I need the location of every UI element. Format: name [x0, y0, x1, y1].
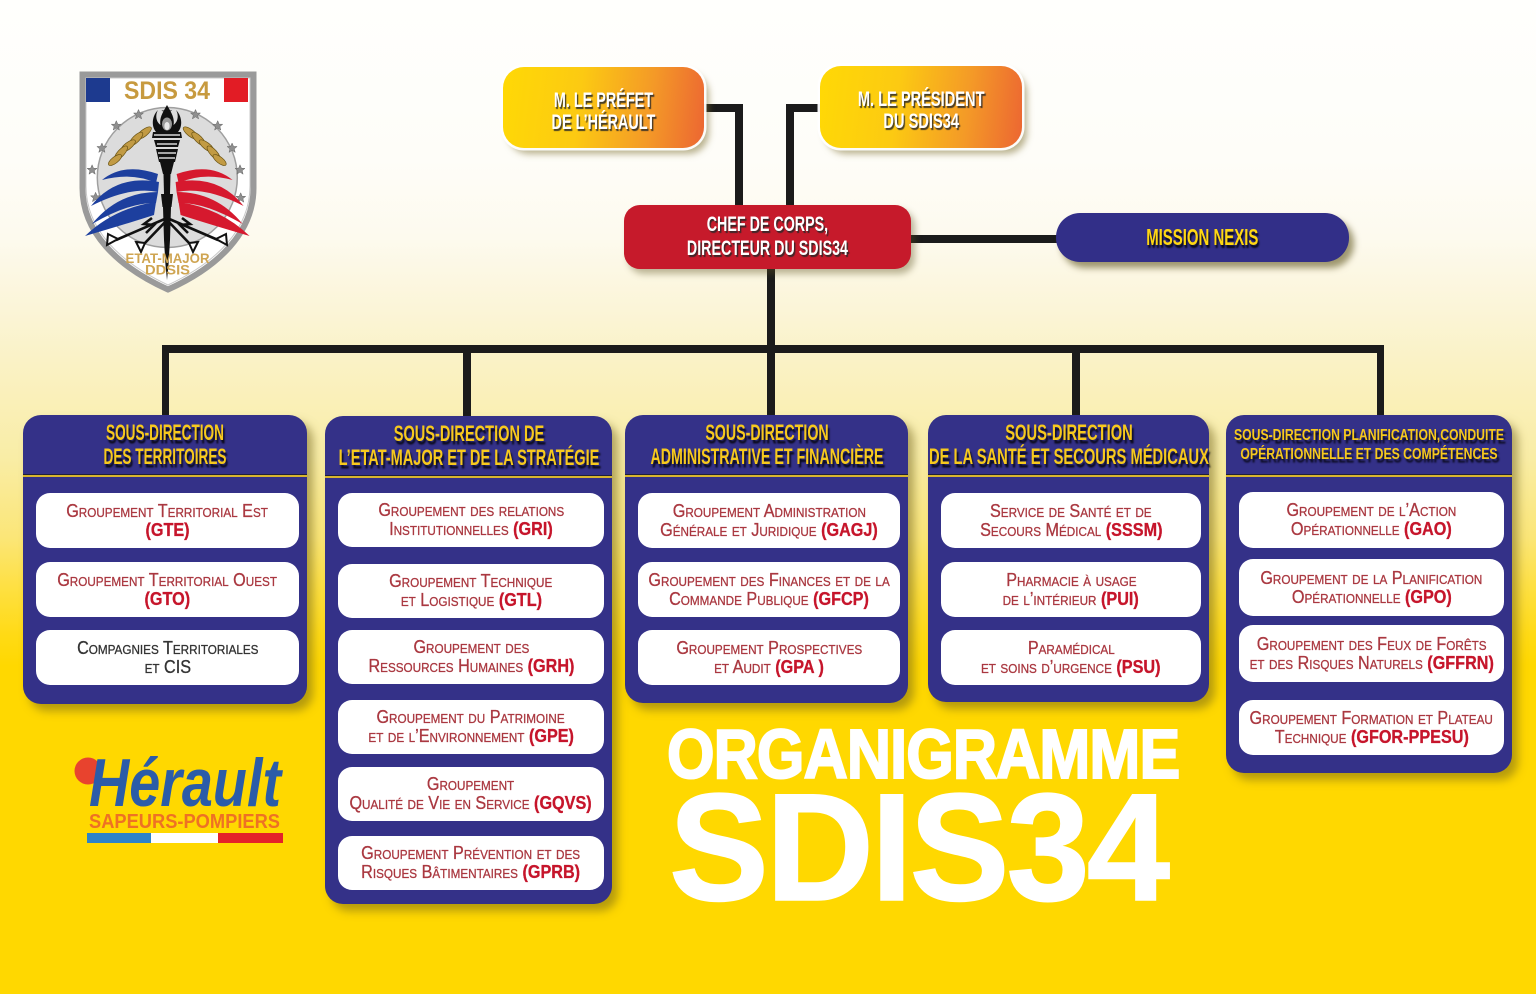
svg-text:SAPEURS-POMPIERS: SAPEURS-POMPIERS — [89, 810, 280, 833]
svg-text:Hérault: Hérault — [89, 745, 283, 821]
svg-text:DDSIS: DDSIS — [145, 263, 190, 278]
svg-text:ETAT-MAJOR: ETAT-MAJOR — [126, 250, 210, 266]
svg-text:SDIS 34: SDIS 34 — [124, 77, 210, 105]
